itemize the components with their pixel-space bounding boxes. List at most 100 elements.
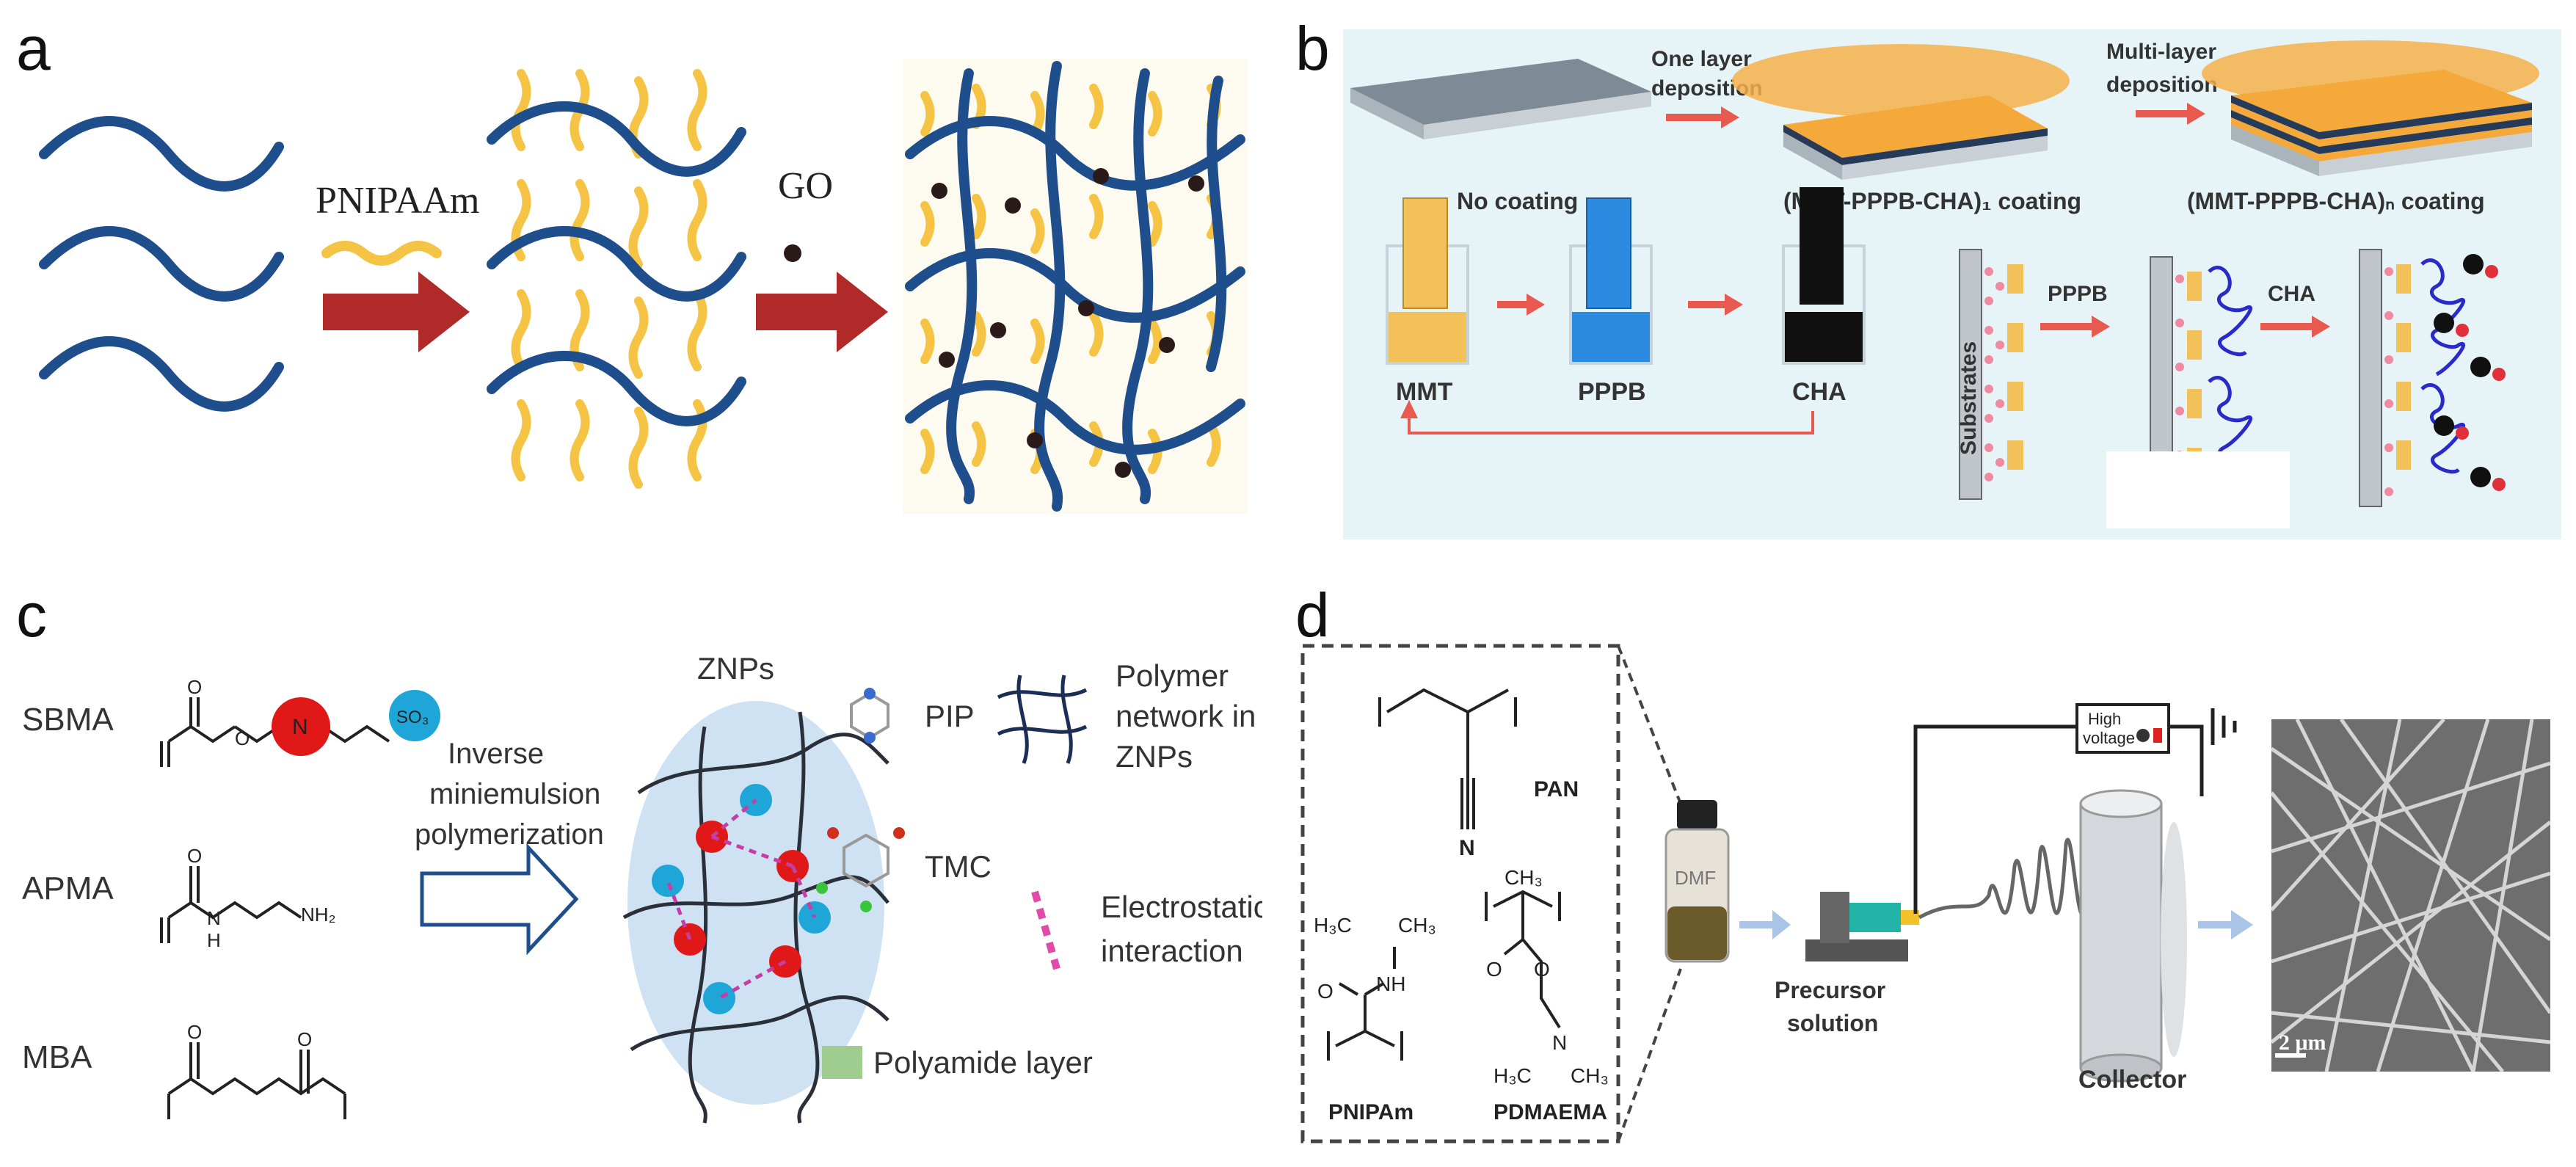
polymer-chains-left [39, 116, 284, 412]
beaker-cha [1782, 187, 1866, 365]
beaker-label-mmt: MMT [1396, 378, 1453, 406]
beaker-label-pppb: PPPB [1578, 378, 1646, 406]
panel-label-c: c [16, 581, 47, 650]
arrow-pppb-cha [1688, 294, 1743, 316]
pip-molecule-icon [850, 688, 889, 744]
legend-network-3: ZNPs [1116, 739, 1193, 774]
sbma-n: N [292, 715, 308, 739]
legend-electrostatic-2: interaction [1101, 934, 1243, 968]
pnipam-structure [1327, 947, 1403, 1061]
apma-nh2: NH₂ [301, 904, 336, 926]
pdmaema-h3c: H₃C [1493, 1064, 1532, 1087]
substrate-1 [1959, 249, 2023, 500]
polymer-pnipam: PNIPAm [1328, 1100, 1413, 1124]
polymer-pan: PAN [1534, 777, 1579, 801]
legend-polyamide: Polyamide layer [873, 1045, 1093, 1080]
electrostatic-icon [1031, 890, 1060, 970]
process-label-1: Inverse [448, 738, 544, 770]
arrow-label-one-layer-1: One layer [1651, 47, 1752, 71]
pnipaam-chain-icon [321, 241, 442, 266]
grafted-network [487, 69, 746, 489]
return-arrowhead [1400, 400, 1418, 418]
top-arrow-1 [1666, 106, 1739, 128]
apma-structure [160, 866, 302, 943]
sem-image [2270, 718, 2553, 1073]
arrow-vial-pump [1739, 910, 1791, 939]
plate-one-layer [1732, 44, 2070, 180]
polymer-structures-box [1300, 644, 1620, 1144]
monomer-apma: APMA [22, 870, 114, 906]
process-arrow [420, 843, 579, 956]
panel-d: N PAN H₃C CH₃ NH O PNIPAm CH₃ O O N H₃C … [1300, 644, 2553, 1144]
arrow-to-sem [2198, 910, 2253, 939]
process-label-2: miniemulsion [429, 778, 600, 810]
caption-multi-layer: (MMT-PPPB-CHA)ₙ coating [2187, 188, 2485, 214]
monomer-mba: MBA [22, 1039, 92, 1075]
pnipam-nh: NH [1376, 972, 1405, 995]
panel-c: SBMA APMA MBA O O N SO₃ O N H NH₂ O O In… [22, 651, 1262, 1124]
go-particle-icon [784, 244, 801, 262]
step-label-go: GO [778, 165, 833, 207]
pdmaema-o1: O [1486, 958, 1502, 981]
legend-network-1: Polymer [1116, 658, 1229, 693]
legend-tmc: TMC [925, 849, 992, 884]
substrate-label: Substrates [1957, 341, 1981, 455]
collector-drum [2079, 789, 2187, 1083]
ground-icon [2211, 708, 2237, 745]
apma-h: H [207, 929, 221, 951]
wire-to-pump [1913, 724, 2077, 914]
panel-b: No coating One layer deposition (MMT-PPP… [1343, 29, 2561, 539]
process-label-3: polymerization [415, 818, 604, 851]
caption-no-coating: No coating [1457, 188, 1578, 214]
zoom-line-top [1617, 645, 1682, 804]
apma-o: O [187, 845, 202, 867]
scale-bar-label: 2 μm [2279, 1030, 2326, 1055]
syringe-pump [1805, 892, 1919, 961]
legend-pip: PIP [925, 699, 975, 733]
dmf-vial [1664, 800, 1730, 963]
polymer-pdmaema: PDMAEMA [1493, 1100, 1607, 1124]
zoom-line-bottom [1617, 968, 1682, 1142]
znp-network [622, 711, 889, 1124]
sbma-structure [160, 697, 390, 767]
legend-network-2: network in [1116, 699, 1256, 733]
plate-multi-layer [2202, 40, 2539, 176]
step-label-pnipaam: PNIPAAm [316, 180, 480, 222]
precursor-label-1: Precursor [1775, 977, 1885, 1003]
arrow-label-cha: CHA [2268, 282, 2315, 306]
hv-label-1: High [2088, 710, 2121, 728]
pnipam-h3c: H₃C [1314, 914, 1352, 937]
mba-o1: O [187, 1021, 202, 1043]
hv-label-2: voltage [2083, 729, 2135, 747]
panel-label-b: b [1295, 14, 1330, 83]
pan-n: N [1459, 836, 1475, 860]
vial-label: DMF [1675, 867, 1716, 889]
return-arrow [1408, 411, 1814, 435]
beaker-label-cha: CHA [1792, 378, 1847, 406]
hv-indicator-icon [2153, 728, 2162, 743]
panel-label-d: d [1295, 581, 1330, 650]
arrow-mmt-pppb [1497, 294, 1545, 316]
beaker-mmt [1386, 197, 1469, 365]
pnipam-o: O [1317, 980, 1334, 1003]
panel-label-a: a [16, 14, 51, 83]
arrow-cha [2260, 316, 2330, 338]
znp-charges [652, 784, 831, 1014]
collector-label: Collector [2078, 1066, 2186, 1094]
precursor-label-2: solution [1787, 1010, 1878, 1036]
hv-knob-icon [2136, 729, 2150, 742]
wire-to-ground [2169, 724, 2204, 796]
substrate-3 [2359, 249, 2506, 507]
mba-o2: O [297, 1028, 312, 1050]
blank-cover [2106, 451, 2290, 528]
plate-no-coating [1350, 59, 1651, 139]
monomer-sbma: SBMA [22, 702, 114, 738]
pdmaema-structure [1485, 890, 1561, 1029]
arrow-pppb [2040, 316, 2110, 338]
sbma-so3: SO₃ [396, 708, 429, 727]
sbma-o-ester: O [235, 727, 250, 749]
znps-title: ZNPs [697, 651, 774, 686]
arrow-label-pppb: PPPB [2048, 282, 2108, 306]
top-arrow-2 [2136, 103, 2205, 125]
pan-structure [1378, 688, 1517, 829]
